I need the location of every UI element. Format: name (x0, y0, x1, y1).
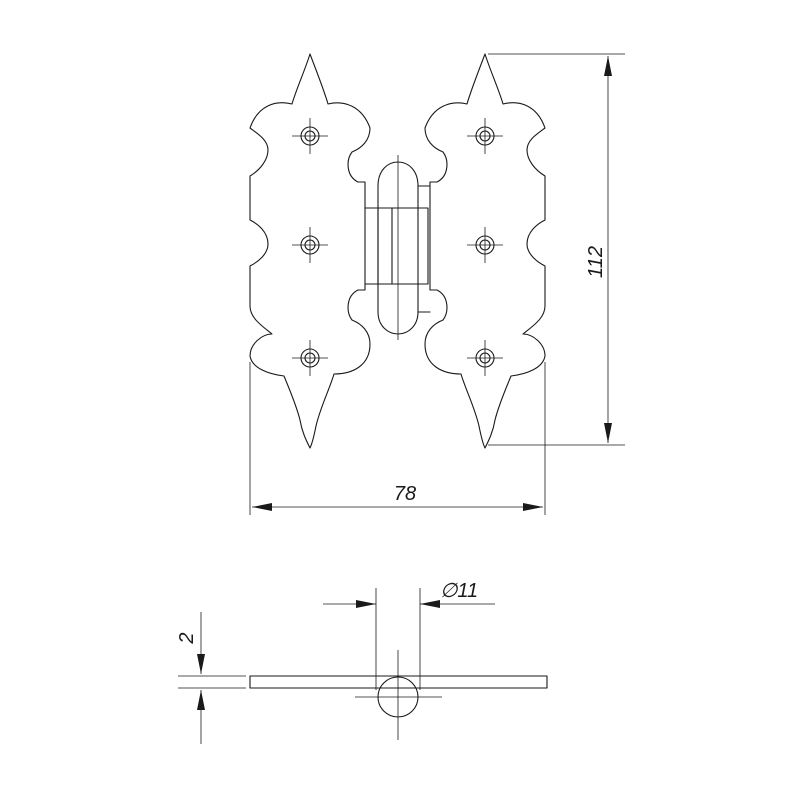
thickness-dimension: 2 (176, 612, 246, 744)
thickness-dimension-label: 2 (176, 632, 198, 644)
width-dimension-label: 78 (394, 483, 416, 505)
left-leaf (249, 53, 371, 449)
width-dimension: 78 (249, 362, 546, 515)
hinge-side-view (249, 650, 548, 740)
pin-diameter-label: ∅11 (440, 580, 478, 602)
left-bottom-hole (291, 339, 329, 377)
left-middle-hole (291, 226, 329, 264)
right-middle-hole (466, 226, 504, 264)
left-top-hole (291, 117, 329, 155)
height-dimension-label: 112 (585, 246, 607, 278)
hinge-front-view (249, 53, 546, 449)
pin-diameter-dimension: ∅11 (323, 580, 495, 690)
right-top-hole (466, 117, 504, 155)
hinge-knuckle (364, 155, 431, 340)
right-bottom-hole (466, 339, 504, 377)
height-dimension: 112 (488, 53, 625, 446)
side-view-plate (249, 675, 548, 689)
right-leaf (424, 53, 546, 449)
